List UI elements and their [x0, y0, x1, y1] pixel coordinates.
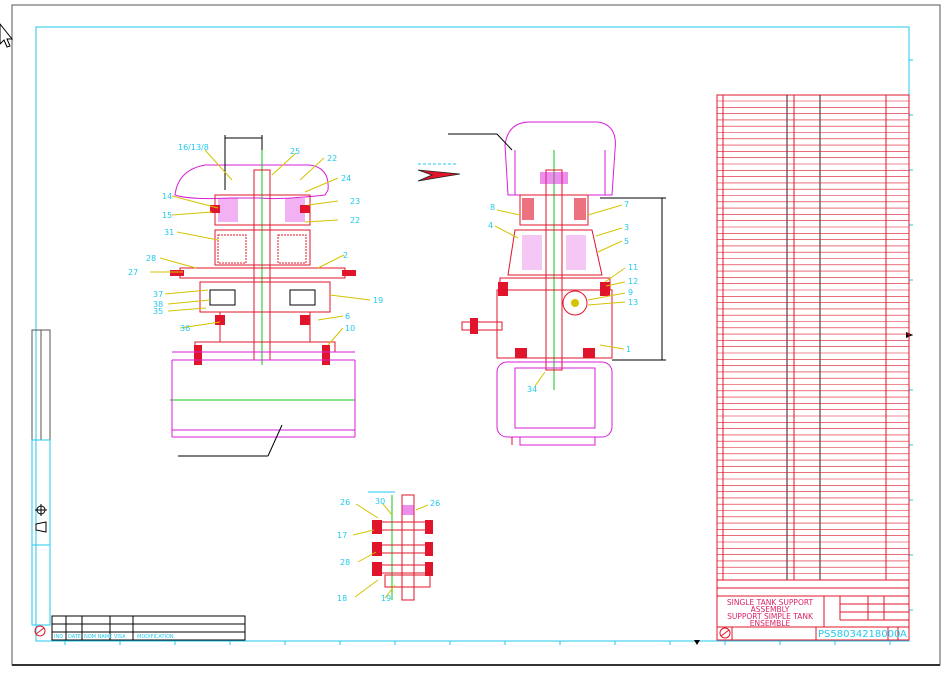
- part-label: 10: [345, 324, 355, 333]
- rev-header-date: DATE: [68, 634, 81, 640]
- part-label: 19: [381, 594, 391, 603]
- part-label: 19: [373, 296, 383, 305]
- part-label: 1: [626, 345, 631, 354]
- right-view-labels: 8 7 4 3 5 11 12 9 13 1 34: [488, 200, 638, 394]
- part-label: 31: [164, 228, 174, 237]
- part-label: 30: [375, 497, 385, 506]
- arrow-cursor-icon[interactable]: [0, 23, 14, 48]
- part-label: 36: [180, 324, 190, 333]
- part-label: 6: [345, 312, 350, 321]
- part-label: 7: [624, 200, 629, 209]
- part-label: 4: [488, 221, 493, 230]
- title-line-1: SINGLE TANK SUPPORT: [727, 598, 814, 607]
- part-label: 3: [624, 223, 629, 232]
- drawing-number: PS58034218000: [818, 629, 900, 640]
- projection-symbol-icon: [35, 504, 47, 533]
- part-label: 34: [527, 385, 537, 394]
- part-label: 16/13/8: [178, 143, 209, 152]
- revision-table: IND DATE NOM NAME VISA MODIFICATION: [51, 615, 246, 641]
- part-label: 18: [337, 594, 347, 603]
- part-label: 25: [290, 147, 300, 156]
- rev-header-modification: MODIFICATION: [137, 634, 174, 640]
- part-label: 9: [628, 288, 633, 297]
- left-view-labels: 16/13/8 25 22 24 23 22 14 15 31 28 27 2 …: [128, 143, 383, 333]
- company-logo-icon: [34, 625, 46, 637]
- title-block: SINGLE TANK SUPPORT ASSEMBLY SUPPORT SIM…: [716, 579, 910, 641]
- part-label: 26: [340, 498, 350, 507]
- part-label: 12: [628, 277, 638, 286]
- part-label: 15: [162, 211, 172, 220]
- title-line-3: SUPPORT SIMPLE TANK: [727, 612, 814, 621]
- left-stamp-column: [31, 329, 51, 637]
- part-label: 5: [624, 237, 629, 246]
- part-label: 28: [146, 254, 156, 263]
- part-label: 35: [153, 307, 163, 316]
- title-line-2: ASSEMBLY: [751, 605, 790, 614]
- detail-view-labels: 26 30 26 17 28 18 19: [337, 497, 440, 603]
- direction-arrow: [417, 163, 461, 182]
- part-label: 28: [340, 558, 350, 567]
- part-label: 11: [628, 263, 638, 272]
- rev-header-visa: VISA: [114, 634, 126, 640]
- part-label: 38: [153, 300, 163, 309]
- parts-list-table: [716, 94, 910, 581]
- rev-header-name: NOM NAME: [84, 634, 112, 640]
- part-label: 37: [153, 290, 163, 299]
- right-assembly-view: [448, 121, 666, 446]
- part-label: 26: [430, 499, 440, 508]
- rev-header-ind: IND: [54, 634, 63, 640]
- part-label: 2: [343, 251, 348, 260]
- part-label: 27: [128, 268, 138, 277]
- part-label: 8: [490, 203, 495, 212]
- part-label: 22: [327, 154, 337, 163]
- sheet-letter: A: [900, 629, 907, 640]
- part-label: 22: [350, 216, 360, 225]
- part-label: 14: [162, 192, 172, 201]
- left-assembly-view: [150, 135, 371, 457]
- part-label: 23: [350, 197, 360, 206]
- part-label: 13: [628, 298, 638, 307]
- part-label: 17: [337, 531, 347, 540]
- bottom-zone-ticks: [64, 641, 891, 645]
- company-logo-icon: [719, 627, 731, 639]
- part-label: 24: [341, 174, 351, 183]
- detail-view: [352, 491, 433, 601]
- title-line-4: ENSEMBLE: [750, 619, 791, 628]
